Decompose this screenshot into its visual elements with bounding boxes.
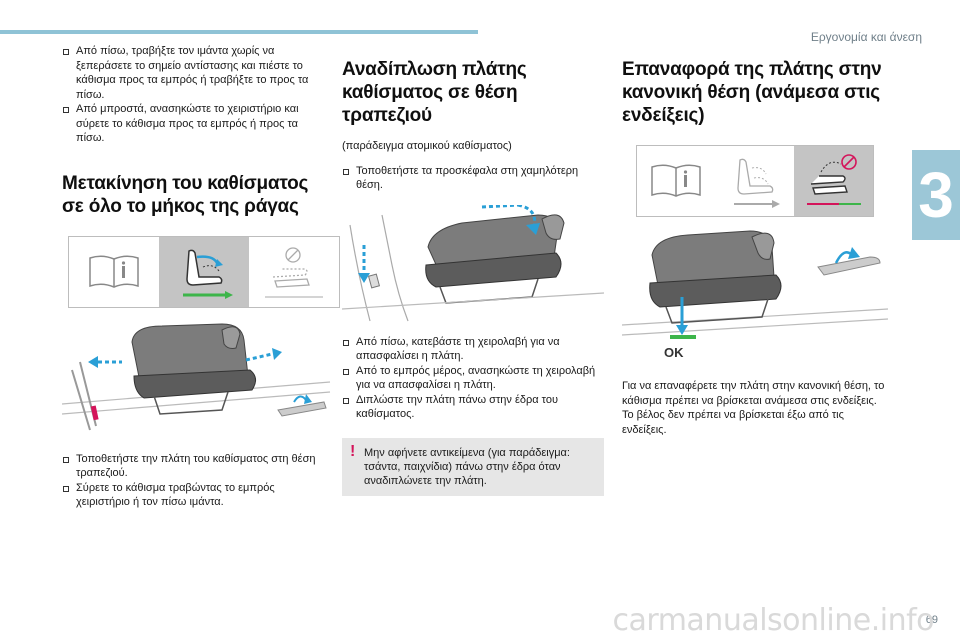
manual-book-icon: [651, 164, 702, 197]
col2-bullets-a: Τοποθετήστε τα προσκέφαλα στη χαμηλότερη…: [342, 164, 604, 193]
warning-text: Μην αφήνετε αντικείμενα (για παράδειγμα:…: [364, 446, 570, 487]
list-item: Τοποθετήστε τα προσκέφαλα στη χαμηλότερη…: [342, 164, 604, 193]
manual-book-cell: [637, 146, 716, 216]
page-number: 69: [925, 614, 938, 626]
watermark: carmanualsonline.info: [612, 603, 935, 638]
section-heading-fold: Αναδίπλωση πλάτης καθίσματος σε θέση τρα…: [342, 59, 527, 126]
list-item: Από μπροστά, ανασηκώστε το χειριστήριο κ…: [62, 102, 326, 146]
chapter-tab: 3: [912, 150, 960, 240]
list-item: Από πίσω, τραβήξτε τον ιμάντα χωρίς να ξ…: [62, 44, 326, 102]
seat-slide-cell: [159, 236, 249, 307]
restore-note-line: Για να επαναφέρετε την πλάτη στην κανονι…: [622, 380, 885, 407]
warning-box: ! Μην αφήνετε αντικείμενα (για παράδειγμ…: [342, 437, 604, 496]
seat-slide-illustration: [61, 322, 331, 442]
seat-folded-icon: [265, 246, 323, 297]
list-item: Από το εμπρός μέρος, ανασηκώστε τη χειρο…: [342, 364, 604, 393]
instruction-strip-restore: [636, 145, 874, 217]
manual-book-cell: [69, 237, 159, 307]
list-item: Διπλώστε την πλάτη πάνω στην έδρα του κα…: [342, 393, 604, 422]
instruction-strip: [68, 235, 340, 308]
manual-book-icon: [89, 255, 139, 288]
seat-restore-illustration: OK: [621, 227, 889, 367]
seat-fold-drawing: [341, 203, 605, 321]
seat-restore-cell: [794, 146, 874, 216]
seat-table-cell: [249, 237, 339, 307]
col1-top-bullets: Από πίσω, τραβήξτε τον ιμάντα χωρίς να ξ…: [62, 44, 326, 146]
warning-exclamation-icon: !: [350, 442, 356, 460]
seat-upright-icon: [734, 158, 780, 208]
seat-fold-illustration: [341, 203, 605, 323]
section-heading-restore: Επαναφορά της πλάτης στην κανονική θέση …: [622, 59, 882, 126]
header-accent-bar: [0, 30, 478, 34]
section-title: Εργονομία και άνεση: [810, 30, 922, 44]
column-1: Από πίσω, τραβήξτε τον ιμάντα χωρίς να ξ…: [61, 44, 340, 510]
seat-restore-icon: [806, 154, 861, 205]
list-item: Τοποθετήστε την πλάτη του καθίσματος στη…: [62, 452, 326, 481]
section-heading-slide: Μετακίνηση του καθίσματος σε όλο το μήκο…: [62, 172, 309, 217]
restore-note-line: Το βέλος δεν πρέπει να βρίσκεται έξω από…: [622, 409, 844, 436]
list-item: Σύρετε το κάθισμα τραβώντας το εμπρός χε…: [62, 481, 326, 510]
seat-slide-icon: [183, 249, 233, 299]
seat-recline-cell: [716, 146, 795, 216]
column-3: Επαναφορά της πλάτης στην κανονική θέση …: [621, 44, 889, 437]
col1-bottom-bullets: Τοποθετήστε την πλάτη του καθίσματος στη…: [62, 452, 326, 510]
col2-bullets-b: Από πίσω, κατεβάστε τη χειρολαβή για να …: [342, 335, 604, 422]
seat-restore-drawing: [621, 230, 889, 339]
column-2: Αναδίπλωση πλάτης καθίσματος σε θέση τρα…: [341, 44, 605, 496]
seat-rail-illustration: [61, 322, 331, 430]
fold-subtitle: (παράδειγμα ατομικού καθίσματος): [342, 140, 512, 152]
restore-note: Για να επαναφέρετε την πλάτη στην κανονι…: [622, 379, 888, 437]
ok-label: OK: [664, 345, 684, 360]
list-item: Από πίσω, κατεβάστε τη χειρολαβή για να …: [342, 335, 604, 364]
